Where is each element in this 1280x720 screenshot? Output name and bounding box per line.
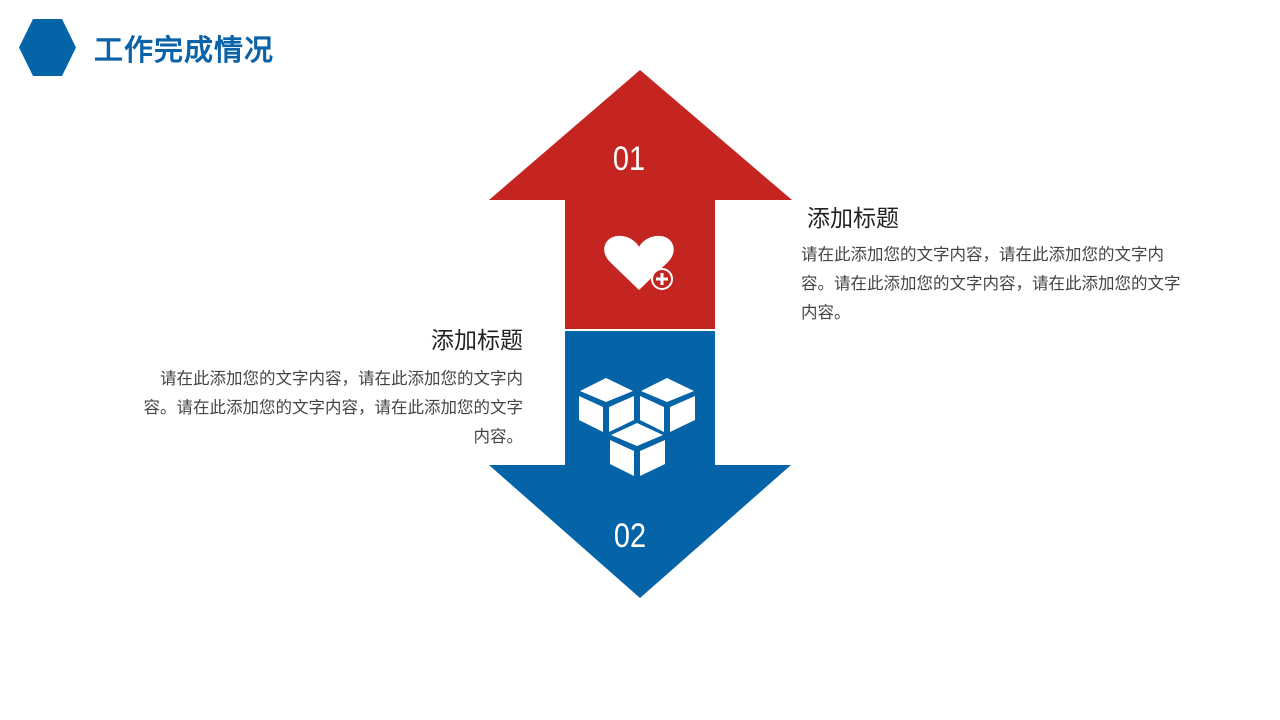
arrow-number-02: 02: [613, 517, 647, 555]
left-block-body: 请在此添加您的文字内容，请在此添加您的文字内容。请在此添加您的文字内容，请在此添…: [143, 369, 524, 446]
heart-plus-icon: [604, 235, 674, 290]
page-title: 工作完成情况: [94, 33, 275, 67]
left-block-title: 添加标题: [431, 328, 523, 354]
cubes-icon: [579, 378, 695, 476]
hexagon-logo-icon: [19, 19, 76, 76]
right-block-body: 请在此添加您的文字内容，请在此添加您的文字内容。请在此添加您的文字内容，请在此添…: [801, 245, 1181, 322]
right-block-title: 添加标题: [807, 206, 899, 232]
arrow-number-01: 01: [612, 140, 646, 178]
up-arrow: [489, 70, 792, 329]
